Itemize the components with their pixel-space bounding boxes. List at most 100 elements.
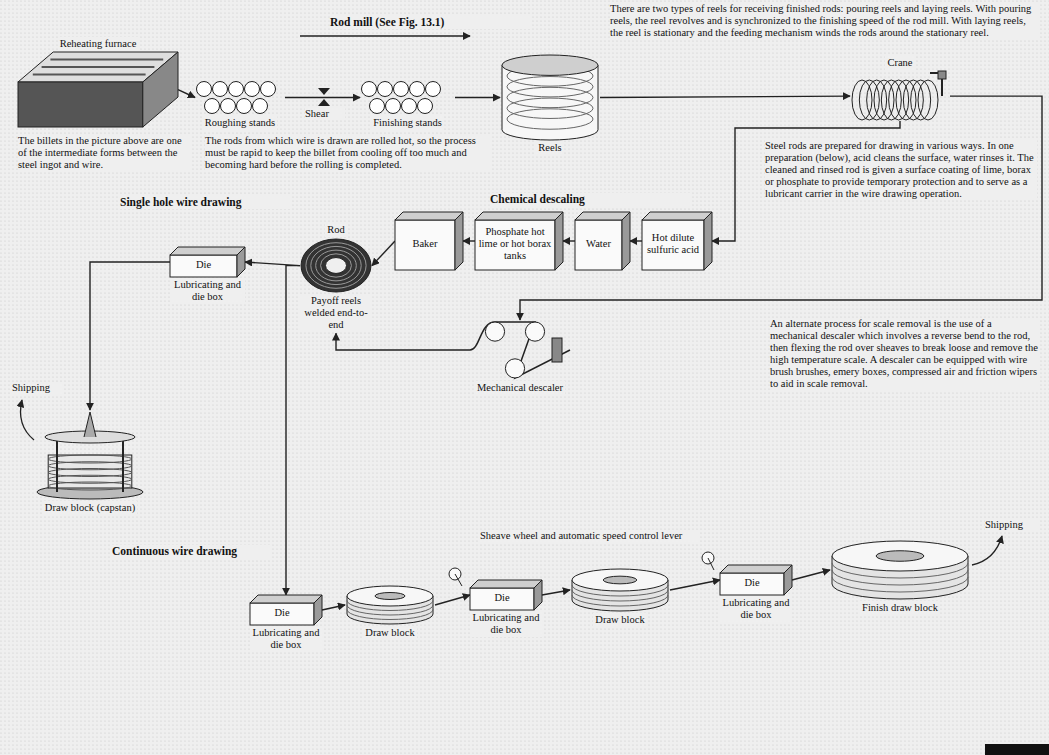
shape-part	[84, 412, 96, 437]
shape-part	[507, 98, 593, 118]
die-box: DieLubricating and die box	[720, 565, 792, 623]
section-heading: Single hole wire drawing	[120, 196, 290, 209]
label-text: Shipping	[12, 382, 62, 394]
shape-body	[850, 71, 950, 121]
note-text: There are two types of reels for receivi…	[610, 3, 1040, 39]
shape-part	[395, 212, 463, 220]
shape-part	[170, 255, 237, 277]
shape-body: Hot dilute sulfuric acid	[642, 212, 712, 270]
shape-outline	[35, 410, 145, 500]
shape-part	[784, 565, 792, 595]
shape-part	[410, 82, 425, 97]
shape-part	[321, 254, 352, 277]
label-text: Shear	[305, 108, 345, 120]
shape-body	[35, 410, 145, 500]
shape-part	[56, 437, 58, 492]
caption-label: Reheating furnace	[58, 37, 139, 51]
flow-connector	[285, 97, 360, 98]
shape-outline	[470, 320, 570, 380]
shape-part	[170, 247, 245, 255]
shape-part	[555, 212, 563, 270]
shape-part	[370, 99, 385, 114]
rolling-stands: Roughing stands	[195, 80, 285, 131]
flow-connector	[463, 240, 475, 241]
shape-part	[470, 322, 570, 378]
die-box: DieLubricating and die box	[170, 247, 245, 305]
shape-part	[642, 212, 712, 220]
shape-part	[507, 77, 593, 97]
caption-label: Payoff reels welded end-to-end	[300, 294, 372, 332]
tank: Phosphate hot lime or hot borax tanks	[475, 212, 563, 270]
shape-body: Water	[575, 212, 630, 270]
shape-part	[42, 66, 155, 68]
label-text: Shipping	[985, 519, 1040, 531]
rolling-stands: Finishing stands	[360, 80, 455, 131]
shape-body	[18, 52, 178, 127]
draw-block: Draw block	[570, 568, 670, 628]
capstan: Draw block (capstan)	[35, 410, 145, 516]
shape-part	[122, 437, 124, 492]
shape-part	[876, 551, 924, 562]
note-text: An alternate process for scale removal i…	[770, 318, 1040, 390]
flow-connector	[600, 96, 850, 97]
shape-part	[720, 573, 784, 595]
shape-part	[475, 212, 563, 220]
flow-connector	[372, 241, 395, 266]
shape-part	[48, 482, 132, 490]
shape-outline	[500, 55, 600, 140]
speed-lever	[455, 574, 462, 586]
shape-part	[347, 586, 433, 606]
shape-part	[221, 99, 236, 114]
flow-connector	[792, 570, 830, 580]
shape-body	[360, 80, 455, 115]
flow-connector	[178, 90, 195, 98]
shape-part	[502, 65, 598, 140]
box-label: Die	[196, 259, 211, 271]
shape-body	[500, 55, 600, 140]
shear-symbol	[318, 88, 330, 95]
rod-coil: RodPayoff reels welded end-to-end	[300, 222, 372, 333]
label-text: Sheave wheel and automatic speed control…	[480, 530, 700, 542]
caption-label: Reels	[536, 141, 563, 155]
caption-label: Lubricating and die box	[250, 626, 322, 652]
caption-label: Lubricating and die box	[470, 611, 542, 637]
shape-outline	[830, 540, 970, 600]
box-label: Baker	[412, 238, 437, 250]
tank: Baker	[395, 212, 463, 270]
shape-part	[507, 87, 593, 107]
shape-part	[575, 212, 630, 220]
draw-block: Finish draw block	[830, 540, 970, 616]
section-heading: Chemical descaling	[490, 193, 690, 206]
draw-block: Draw block	[345, 585, 435, 641]
shape-part	[507, 109, 593, 129]
shape-body: Die	[170, 247, 245, 277]
shape-part	[418, 99, 433, 114]
caption-label: Draw block	[363, 626, 416, 640]
shape-outline	[300, 238, 372, 293]
flow-connector	[336, 333, 470, 350]
box-label: Die	[274, 607, 289, 619]
shape-body: Phosphate hot lime or hot borax tanks	[475, 212, 563, 270]
box-label: Water	[586, 238, 611, 250]
section-heading: Rod mill (See Fig. 13.1)	[330, 16, 530, 29]
reel: Reels	[500, 55, 600, 156]
shipping-arrow	[21, 400, 35, 440]
shape-part	[316, 250, 357, 281]
shape-part	[575, 220, 622, 270]
box-label: Phosphate hot lime or hot borax tanks	[478, 226, 552, 262]
shape-body: Die	[470, 580, 542, 610]
shape-part	[326, 258, 347, 274]
shape-part	[143, 52, 178, 127]
shape-part	[470, 588, 534, 610]
shape-part	[572, 595, 668, 606]
shape-body	[470, 320, 570, 380]
shape-body	[300, 238, 372, 293]
box-label: Hot dilute sulfuric acid	[645, 232, 701, 256]
shape-outline	[850, 71, 950, 121]
shape-part	[918, 80, 938, 120]
shape-body: Die	[250, 595, 322, 625]
box-label: Die	[494, 592, 509, 604]
shape-part	[18, 82, 143, 127]
tank: Hot dilute sulfuric acid	[642, 212, 712, 270]
shape-part	[552, 338, 562, 362]
